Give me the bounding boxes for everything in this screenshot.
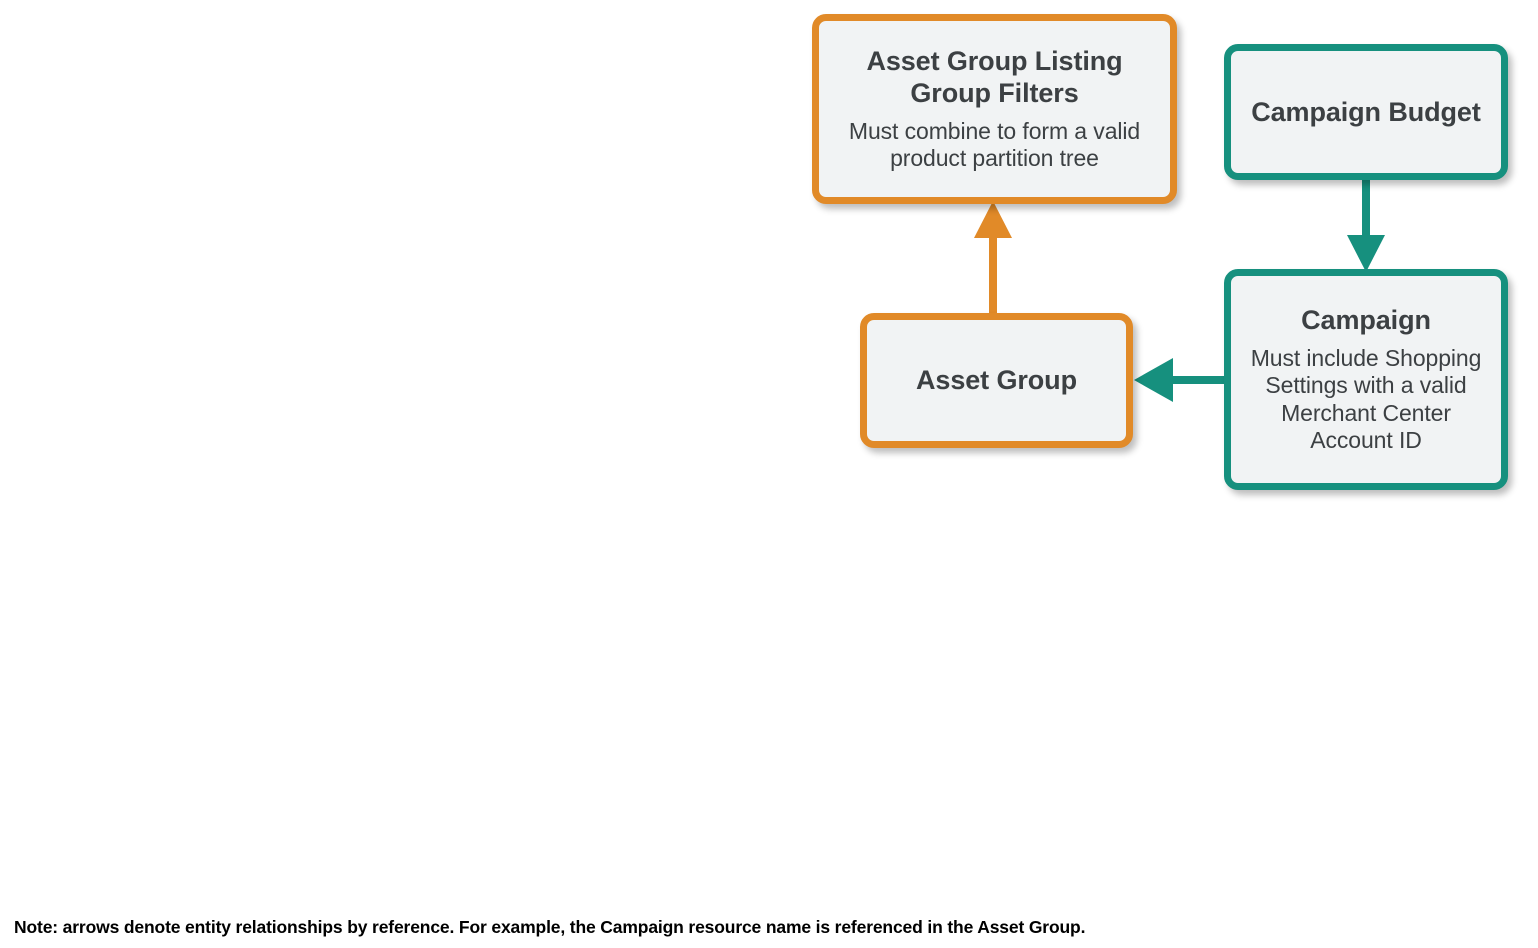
node-description: Must include Shopping Settings with a va… [1250, 344, 1482, 454]
node-title: Campaign Budget [1251, 96, 1481, 127]
edge-asset-group-to-listing-group-filters-arrow-up-icon [974, 201, 1012, 320]
edge-campaign-budget-to-campaign-arrow-down-icon [1347, 172, 1385, 272]
node-title: Campaign [1301, 305, 1431, 336]
node-title: Asset Group Listing Group Filters [866, 46, 1123, 109]
node-campaign-budget[interactable]: Campaign Budget [1224, 44, 1508, 180]
node-title: Asset Group [916, 365, 1077, 396]
node-asset-group[interactable]: Asset Group [860, 313, 1133, 448]
edge-campaign-to-asset-group-arrow-left-icon [1134, 358, 1231, 402]
diagram-note: Note: arrows denote entity relationships… [14, 917, 1086, 937]
node-description: Must combine to form a valid product par… [848, 117, 1141, 172]
node-campaign[interactable]: Campaign Must include Shopping Settings … [1224, 269, 1508, 490]
node-asset-group-listing-group-filters[interactable]: Asset Group Listing Group Filters Must c… [812, 14, 1177, 204]
